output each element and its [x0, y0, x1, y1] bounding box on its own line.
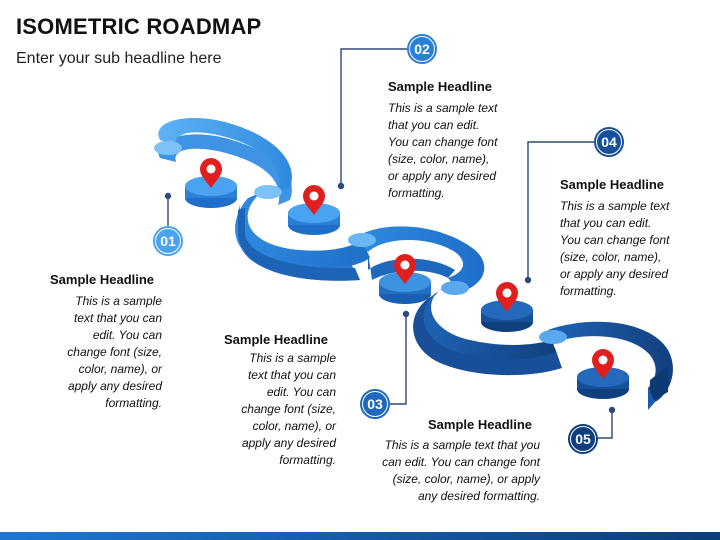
page-subtitle: Enter your sub headline here — [16, 50, 222, 67]
step-badge-04: 04 — [594, 127, 624, 157]
connector-lines — [164, 48, 616, 439]
road-segment-5 — [539, 321, 673, 410]
step-03-headline: Sample Headline — [224, 332, 329, 347]
step-badge-05: 05 — [568, 424, 598, 454]
step-badge-02: 02 — [407, 34, 437, 64]
step-05-body: This is a sample text that you can edit.… — [382, 438, 540, 503]
road-segment-1 — [154, 118, 292, 205]
location-pin-icon — [303, 185, 325, 215]
bottom-accent-bar — [0, 532, 720, 540]
step-badge-01: 01 — [153, 226, 183, 256]
step-01-body: This is a sample text that you can edit.… — [67, 294, 162, 410]
milestone-platform-2 — [288, 203, 340, 235]
step-02-body: This is a sample text that you can edit.… — [388, 101, 498, 200]
step-02-headline: Sample Headline — [388, 79, 493, 94]
location-pin-icon — [496, 282, 518, 312]
step-05-headline: Sample Headline — [428, 417, 533, 432]
location-pin-icon — [394, 254, 416, 284]
location-pin-icon — [200, 158, 222, 188]
page-title: ISOMETRIC ROADMAP — [16, 14, 262, 39]
step-03-body: This is a sample text that you can edit.… — [241, 351, 336, 467]
road-segment-4 — [413, 281, 562, 376]
step-badge-03: 03 — [360, 389, 390, 419]
road-segment-2 — [235, 185, 370, 281]
location-pin-icon — [592, 349, 614, 379]
step-04-body: This is a sample text that you can edit.… — [560, 199, 670, 298]
step-04-headline: Sample Headline — [560, 177, 665, 192]
step-01-headline: Sample Headline — [50, 272, 155, 287]
